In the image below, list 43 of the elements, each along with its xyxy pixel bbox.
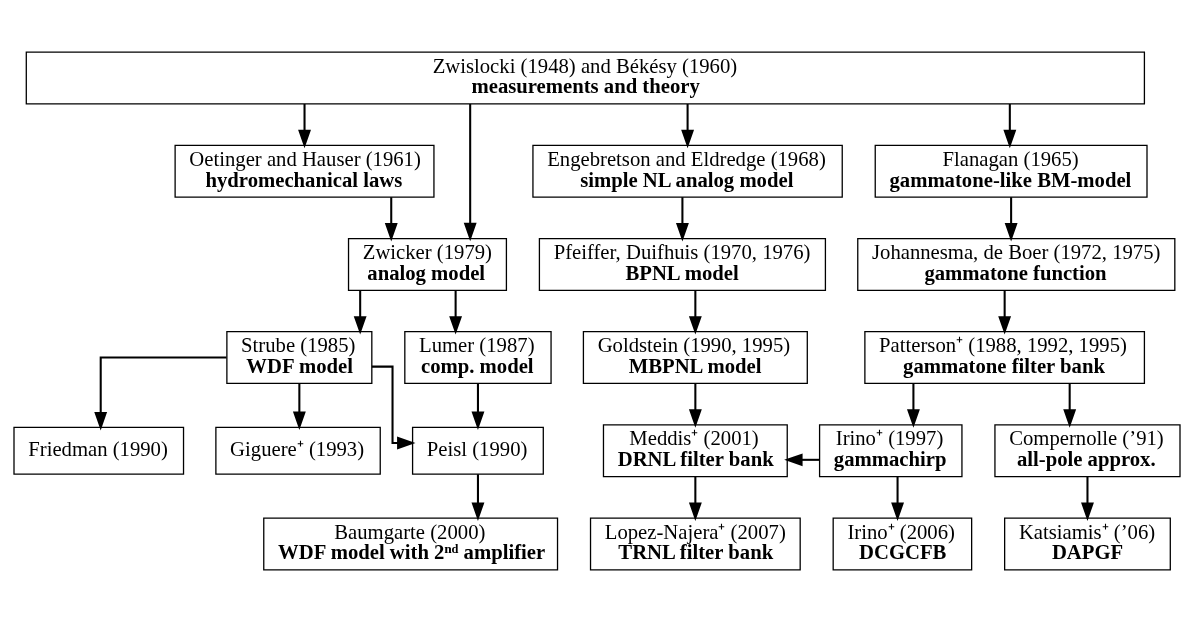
node-box: Baumgarte (2000) WDF model with 2ⁿᵈ amplifier (263, 516, 559, 570)
node-box: Irino⁺ (1997) gammachirp (818, 423, 963, 477)
arrow (298, 103, 311, 148)
arrow (688, 476, 702, 521)
arrow (906, 383, 920, 428)
node-box: Goldstein (1990, 1995) MBPNL model (582, 330, 808, 384)
node-box: Giguere⁺ (1993) (215, 426, 381, 475)
arrow (681, 103, 695, 148)
node-box: Meddis⁺ (2001) DRNL filter bank (602, 423, 788, 477)
node-box: Johannesma, de Boer (1972, 1975) gammatone function (857, 237, 1176, 291)
arrow (371, 365, 416, 449)
arrow (94, 356, 227, 430)
node-box: Oetinger and Hauser (1961) hydromechanical laws (174, 144, 435, 198)
node-box: Irino⁺ (2006) DCGCFB (832, 516, 973, 570)
arrow (292, 383, 306, 430)
arrow (449, 289, 463, 335)
arrow (1004, 196, 1018, 241)
arrow (471, 473, 485, 521)
node-box: Lopez-Najera⁺ (2007) TRNL filter bank (589, 516, 801, 570)
node-box: Katsiamis⁺ (’06) DAPGF (1004, 516, 1171, 570)
arrow (1003, 103, 1017, 148)
node-box: Engebretson and Eldredge (1968) simple NL analog model (532, 144, 843, 198)
node-box: Zwislocki (1948) and Békésy (1960) measurements and theory (25, 51, 1146, 105)
node-box: Strube (1985) WDF model (226, 330, 373, 384)
node-box: Patterson⁺ (1988, 1992, 1995) gammatone filter bank (864, 330, 1146, 384)
arrow (384, 196, 398, 241)
arrow (353, 289, 367, 335)
node-box: Zwicker (1979) analog model (347, 237, 508, 291)
node-box: Lumer (1987) comp. model (404, 330, 552, 384)
arrow (688, 383, 702, 428)
arrow (471, 383, 485, 430)
node-box: Pfeiffer, Duifhuis (1970, 1976) BPNL model (538, 237, 827, 291)
arrow (1081, 476, 1094, 521)
node-box: Flanagan (1965) gammatone-like BM-model (874, 144, 1148, 198)
arrow (891, 476, 904, 521)
arrow (688, 289, 702, 335)
arrow (998, 289, 1012, 335)
node-box: Friedman (1990) (13, 426, 185, 475)
node-box: Peisl (1990) (411, 426, 544, 475)
arrow (1063, 383, 1077, 428)
node-box: Compernolle (’91) all-pole approx. (994, 423, 1181, 477)
arrow (675, 196, 689, 241)
arrow (463, 103, 477, 241)
